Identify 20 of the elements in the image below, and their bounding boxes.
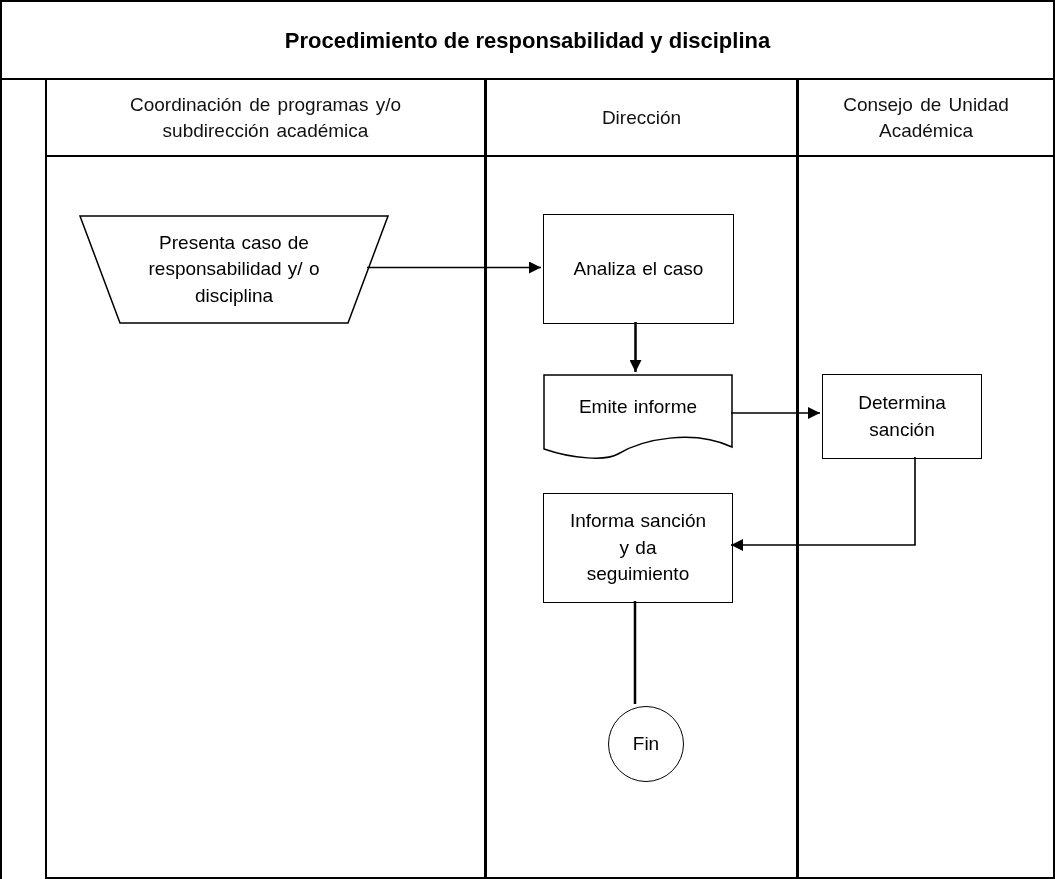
process-box bbox=[543, 493, 733, 603]
arrow bbox=[730, 407, 821, 419]
swimlane bbox=[485, 78, 798, 879]
diagram-title: Procedimiento de responsabilidad y disciplina bbox=[284, 26, 771, 55]
arrow bbox=[366, 261, 542, 274]
node-label: Presenta caso de responsabilidad y/ o disciplina bbox=[147, 230, 321, 308]
node-label: Fin bbox=[632, 731, 660, 756]
process-box bbox=[822, 374, 982, 459]
node-label: Coordinación de programas y/o subdirección académica bbox=[128, 92, 403, 143]
swimlane bbox=[797, 78, 1055, 879]
node-label: Analiza el caso bbox=[573, 256, 704, 281]
swimlane bbox=[45, 78, 486, 879]
node-label: Determina sanción bbox=[857, 390, 947, 442]
process-box bbox=[543, 214, 734, 324]
node-label: Emite informe bbox=[578, 395, 698, 419]
node-label: Consejo de Unidad Académica bbox=[842, 92, 1010, 143]
arrow bbox=[730, 456, 916, 551]
node-label: Dirección bbox=[601, 105, 682, 130]
node-label: Informa sanción y da seguimiento bbox=[568, 509, 708, 587]
arrow bbox=[629, 322, 642, 372]
